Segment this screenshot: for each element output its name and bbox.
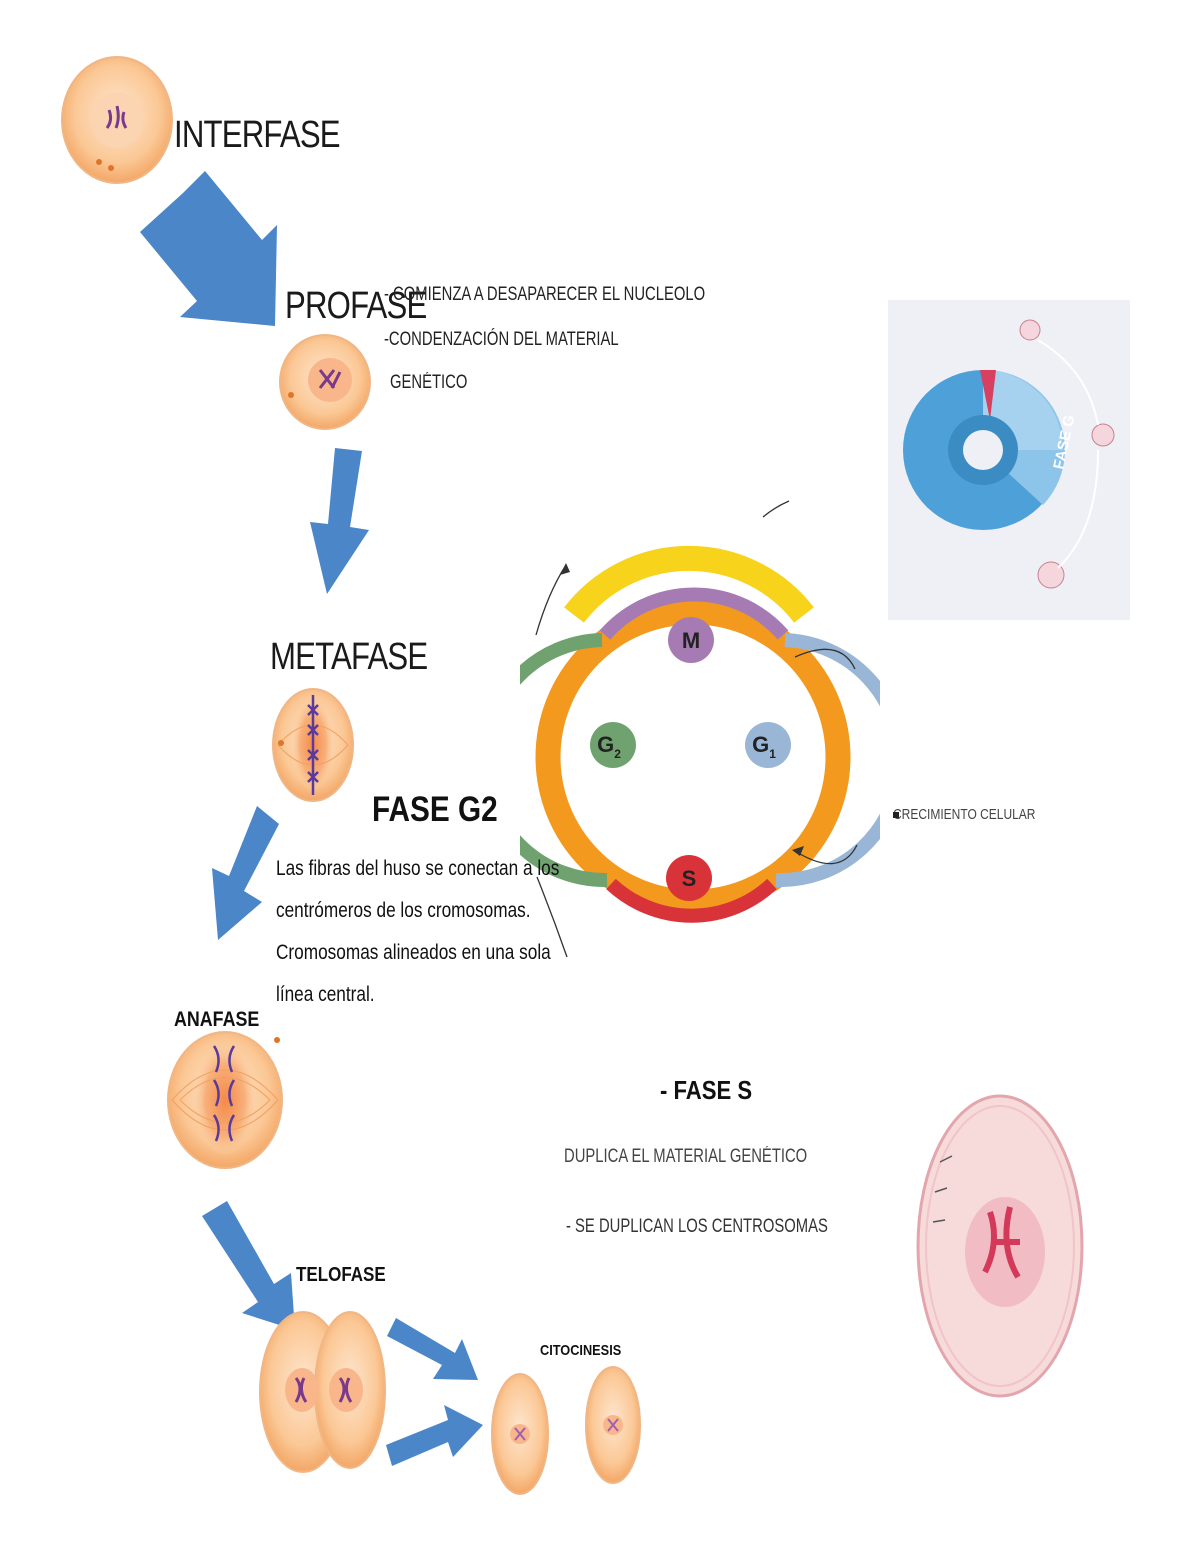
cycle-outer-ring — [535, 599, 851, 915]
label-telofase: TELOFASE — [296, 1264, 386, 1286]
cycle-arrow-right-top — [794, 648, 856, 670]
cycle-node-s: S — [666, 855, 712, 901]
label-anafase: ANAFASE — [174, 1008, 260, 1031]
cell-cycle-diagram: M G2 G1 S — [520, 500, 880, 958]
profase-note-2: -CONDENZACIÓN DEL MATERIAL — [384, 329, 619, 350]
cycle-label-g2: G2 — [597, 732, 621, 761]
fase-g2-line-1: Las fibras del huso se conectan a los — [276, 857, 560, 880]
cell-metafase — [272, 688, 354, 802]
cycle-arrow-top — [762, 500, 790, 518]
fase-s-line-1: DUPLICA EL MATERIAL GENÉTICO — [564, 1146, 808, 1167]
cell-telofase — [259, 1311, 386, 1473]
label-fase-g2: FASE G2 — [372, 790, 498, 829]
cycle-arrow-left — [535, 564, 567, 636]
cycle-arrowhead-left — [560, 563, 570, 575]
arrow-interfase-profase — [140, 171, 277, 326]
label-interfase: INTERFASE — [174, 114, 341, 156]
cycle-label-g1: G1 — [752, 732, 776, 761]
fase-g2-description: Las fibras del huso se conectan a los ce… — [276, 848, 559, 1016]
label-profase: PROFASE — [285, 285, 427, 327]
cycle-segment-g1 — [775, 633, 880, 888]
arrow-anafase-telofase — [202, 1201, 295, 1330]
cell-interfase — [61, 56, 173, 184]
g1-note: CRECIMIENTO CELULAR — [893, 806, 1036, 823]
cycle-segment-m — [599, 587, 789, 640]
inset-fase-g-image: FASE G — [888, 300, 1130, 620]
cycle-node-g1: G1 — [745, 722, 791, 768]
cycle-mitosis-arc — [564, 545, 814, 623]
cycle-label-m: M — [682, 628, 700, 653]
cell-profase — [279, 334, 371, 430]
pink-cell-image — [916, 1094, 1084, 1398]
cycle-arrowhead-right-bottom — [792, 846, 804, 856]
cycle-node-m: M — [668, 617, 714, 663]
label-fase-s: - FASE S — [660, 1075, 753, 1105]
cycle-segment-s — [606, 878, 777, 923]
fase-s-line-2: - SE DUPLICAN LOS CENTROSOMAS — [566, 1216, 828, 1237]
cell-anafase — [167, 1031, 283, 1169]
arrow-profase-metafase — [310, 448, 369, 594]
fase-g2-line-2: centrómeros de los cromosomas. — [276, 899, 531, 922]
profase-note-1: - COMIENZA A DESAPARECER EL NUCLEOLO — [384, 284, 706, 305]
fase-g2-line-3: Cromosomas alineados en una sola — [276, 941, 551, 964]
profase-note-3: GENÉTICO — [390, 372, 468, 393]
fase-g2-line-4: línea central. — [276, 983, 375, 1006]
arrow-telofase-citocinesis-upper — [387, 1318, 478, 1380]
cycle-node-g2: G2 — [590, 722, 636, 768]
arrow-telofase-citocinesis-lower — [386, 1405, 483, 1466]
g1-note-bullet — [893, 812, 899, 818]
arrow-metafase-anafase — [212, 806, 279, 940]
cell-citocinesis — [491, 1366, 641, 1495]
cycle-label-s: S — [682, 866, 697, 891]
cycle-segment-g2 — [520, 633, 608, 888]
cycle-arrow-right-bottom — [794, 844, 858, 865]
label-metafase: METAFASE — [270, 636, 428, 678]
cycle-arrow-bottom-left — [536, 876, 568, 958]
label-citocinesis: CITOCINESIS — [540, 1342, 622, 1359]
